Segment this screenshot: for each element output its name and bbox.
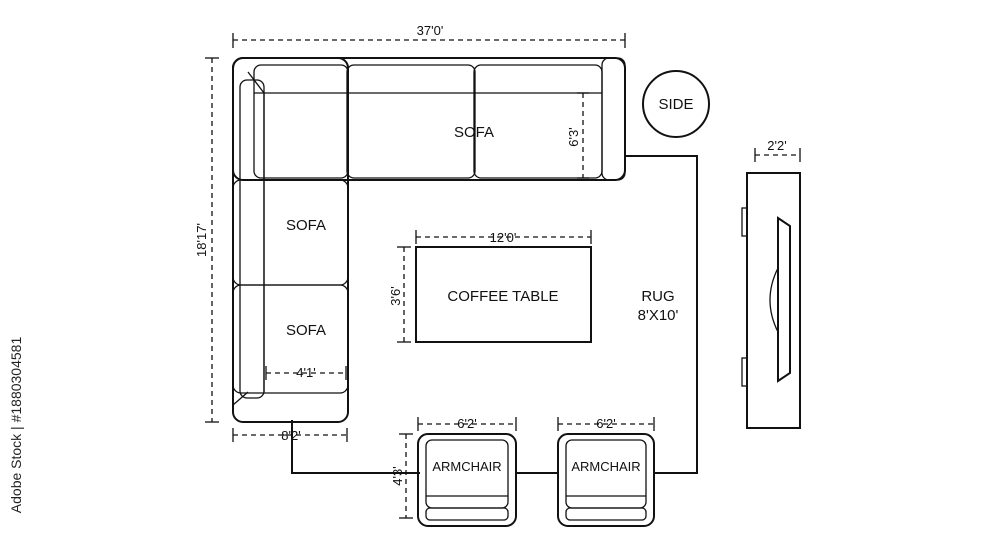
dim-seat-width: 4'1' (265, 365, 347, 380)
dim-tv-depth: 2'2' (754, 138, 801, 162)
armchair-right-label: ARMCHAIR (571, 459, 640, 474)
rug-size-label: 8'X10' (638, 307, 679, 324)
rug-label: RUG (641, 288, 674, 305)
dim-overall-width-label: 37'0' (417, 23, 444, 38)
watermark: Adobe Stock | #1880304581 (8, 337, 24, 514)
dim-overall-depth-label: 18'17' (194, 223, 209, 257)
rug-connector-left (291, 420, 420, 474)
dim-overall-width: 37'0' (232, 23, 626, 48)
dim-sectional-width: 8'2' (232, 428, 348, 443)
dim-armchair-depth: 4'3' (390, 433, 413, 519)
dim-armchair-right-width: 6'2' (557, 416, 655, 431)
dim-sofa-depth-label: 6'3' (566, 127, 581, 146)
dim-armchair-left-width-label: 6'2' (457, 416, 476, 431)
watermark-text: Adobe Stock | #1880304581 (8, 337, 24, 514)
coffee-table-label: COFFEE TABLE (447, 288, 558, 305)
dim-tv-depth-label: 2'2' (767, 138, 786, 153)
sofa-left-lower-label: SOFA (286, 322, 326, 339)
sofa-top-label: SOFA (454, 124, 494, 141)
dim-coffee-table-depth-label: 3'6' (388, 286, 403, 305)
sofa-left-upper-label: SOFA (286, 217, 326, 234)
armchair-left: ARMCHAIR (417, 433, 517, 527)
dim-coffee-table-depth: 3'6' (388, 246, 411, 343)
side-table-label: SIDE (658, 96, 693, 113)
dim-seat-width-label: 4'1' (296, 365, 315, 380)
dim-overall-depth: 18'17' (194, 57, 219, 423)
dim-sofa-depth: 6'3' (566, 92, 589, 179)
tv-unit (741, 172, 801, 429)
side-table: SIDE (642, 70, 710, 138)
dim-coffee-table-width-label: 12'0' (490, 230, 517, 245)
dim-sectional-width-label: 8'2' (281, 428, 300, 443)
sofa-left: SOFA SOFA (232, 57, 349, 423)
coffee-table: COFFEE TABLE (415, 246, 592, 343)
sofa-top: SOFA (232, 57, 626, 181)
armchair-left-label: ARMCHAIR (432, 459, 501, 474)
rug-outline (624, 155, 698, 474)
dim-armchair-right-width-label: 6'2' (596, 416, 615, 431)
dim-coffee-table-width: 12'0' (415, 230, 592, 245)
dim-armchair-left-width: 6'2' (417, 416, 517, 431)
dim-armchair-depth-label: 4'3' (390, 466, 405, 485)
armchair-right: ARMCHAIR (557, 433, 655, 527)
